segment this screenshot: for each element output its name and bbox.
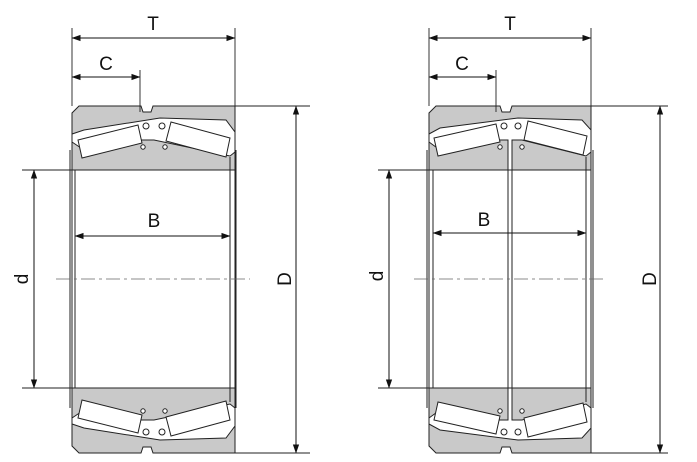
left-bearing: T C B d D (12, 14, 310, 454)
right-roller-top-right (523, 120, 588, 156)
left-label-d: d (12, 274, 33, 285)
left-roller-top-right (165, 121, 231, 158)
right-label-d: d (367, 271, 388, 282)
right-outer-ring-top (428, 105, 592, 135)
right-roller-bottom-right (523, 402, 588, 438)
left-label-B: B (148, 211, 161, 232)
left-roller-bottom-right (165, 400, 231, 437)
right-roller-top-left (433, 123, 501, 157)
left-roller-top-left (77, 124, 143, 159)
right-label-T: T (504, 14, 516, 35)
right-label-B: B (478, 210, 491, 231)
left-label-C: C (99, 54, 113, 75)
left-roller-bottom-left (77, 399, 143, 434)
left-label-D: D (275, 272, 296, 286)
right-bearing: T C B d D (367, 14, 668, 454)
left-outer-ring-top (71, 105, 236, 135)
right-label-C: C (455, 54, 469, 75)
right-roller-bottom-left (433, 401, 501, 435)
left-outer-ring-bottom (71, 423, 236, 454)
right-outer-ring-bottom (428, 423, 592, 454)
right-label-D: D (640, 272, 661, 286)
left-label-T: T (147, 14, 159, 35)
